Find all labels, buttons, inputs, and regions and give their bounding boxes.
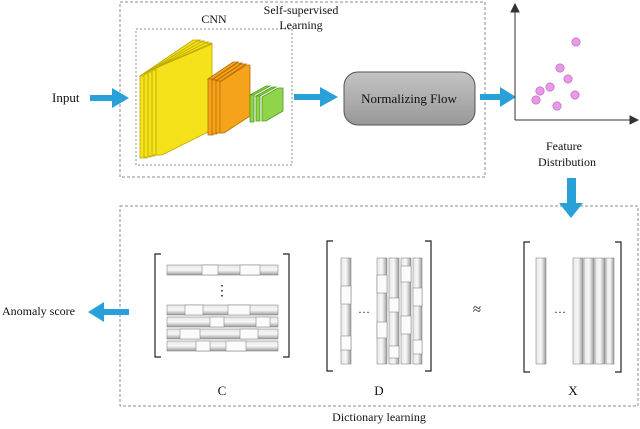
- matrix-c-right-bracket: [283, 253, 290, 358]
- approx-symbol: ≈: [472, 302, 482, 318]
- cnn-orange-layers: [206, 61, 251, 136]
- matrix-c-rows: [166, 264, 279, 352]
- matrix-x-columns: [535, 257, 615, 365]
- matrix-x-ellipsis: ···: [554, 305, 566, 319]
- matrix-d-ellipsis: ···: [358, 305, 370, 319]
- matrix-d-columns: [340, 257, 423, 365]
- matrix-d: [326, 240, 432, 372]
- input-label: Input: [52, 90, 80, 105]
- feature-axes: [510, 2, 640, 125]
- feature-points: [531, 37, 581, 111]
- matrix-d-left-bracket: [326, 240, 333, 372]
- matrix-d-right-bracket: [425, 240, 432, 372]
- matrix-x: [523, 241, 622, 373]
- matrix-x-left-bracket: [523, 241, 530, 373]
- vertical-ellipsis: ⋮: [215, 284, 229, 299]
- normalizing-flow-box: [343, 71, 476, 126]
- matrix-c-label: C: [217, 383, 227, 398]
- cnn-yellow-layers: [138, 39, 213, 159]
- dictionary-group-box: [119, 205, 639, 407]
- cnn-green-layers: [248, 85, 284, 123]
- dictionary-learning-label: Dictionary learning: [332, 410, 426, 424]
- cnn-label: CNN: [201, 12, 227, 26]
- self-supervised-label: Self-supervised: [263, 3, 339, 17]
- flow-arrows: [88, 87, 583, 322]
- normalizing-flow-label: Normalizing Flow: [361, 91, 457, 106]
- cnn-layers: [138, 39, 284, 159]
- feature-to-dictionary-arrow: [559, 178, 583, 218]
- matrix-c: [154, 253, 290, 358]
- learning-label: Learning: [279, 18, 323, 32]
- anomaly-output-arrow: [88, 302, 129, 322]
- input-arrow: [90, 88, 129, 108]
- matrix-c-left-bracket: [154, 253, 161, 358]
- distribution-label: Distribution: [537, 155, 597, 169]
- cnn-inner-box: [135, 28, 293, 166]
- feature-label: Feature: [546, 139, 582, 153]
- anomaly-score-label: Anomaly score: [2, 304, 75, 318]
- cnn-to-flow-arrow: [294, 87, 338, 107]
- encoder-group-box: [119, 1, 486, 178]
- matrix-d-label: D: [374, 383, 384, 398]
- matrix-x-label: X: [568, 383, 578, 398]
- matrix-x-right-bracket: [615, 241, 622, 373]
- flow-to-feature-arrow: [480, 87, 516, 107]
